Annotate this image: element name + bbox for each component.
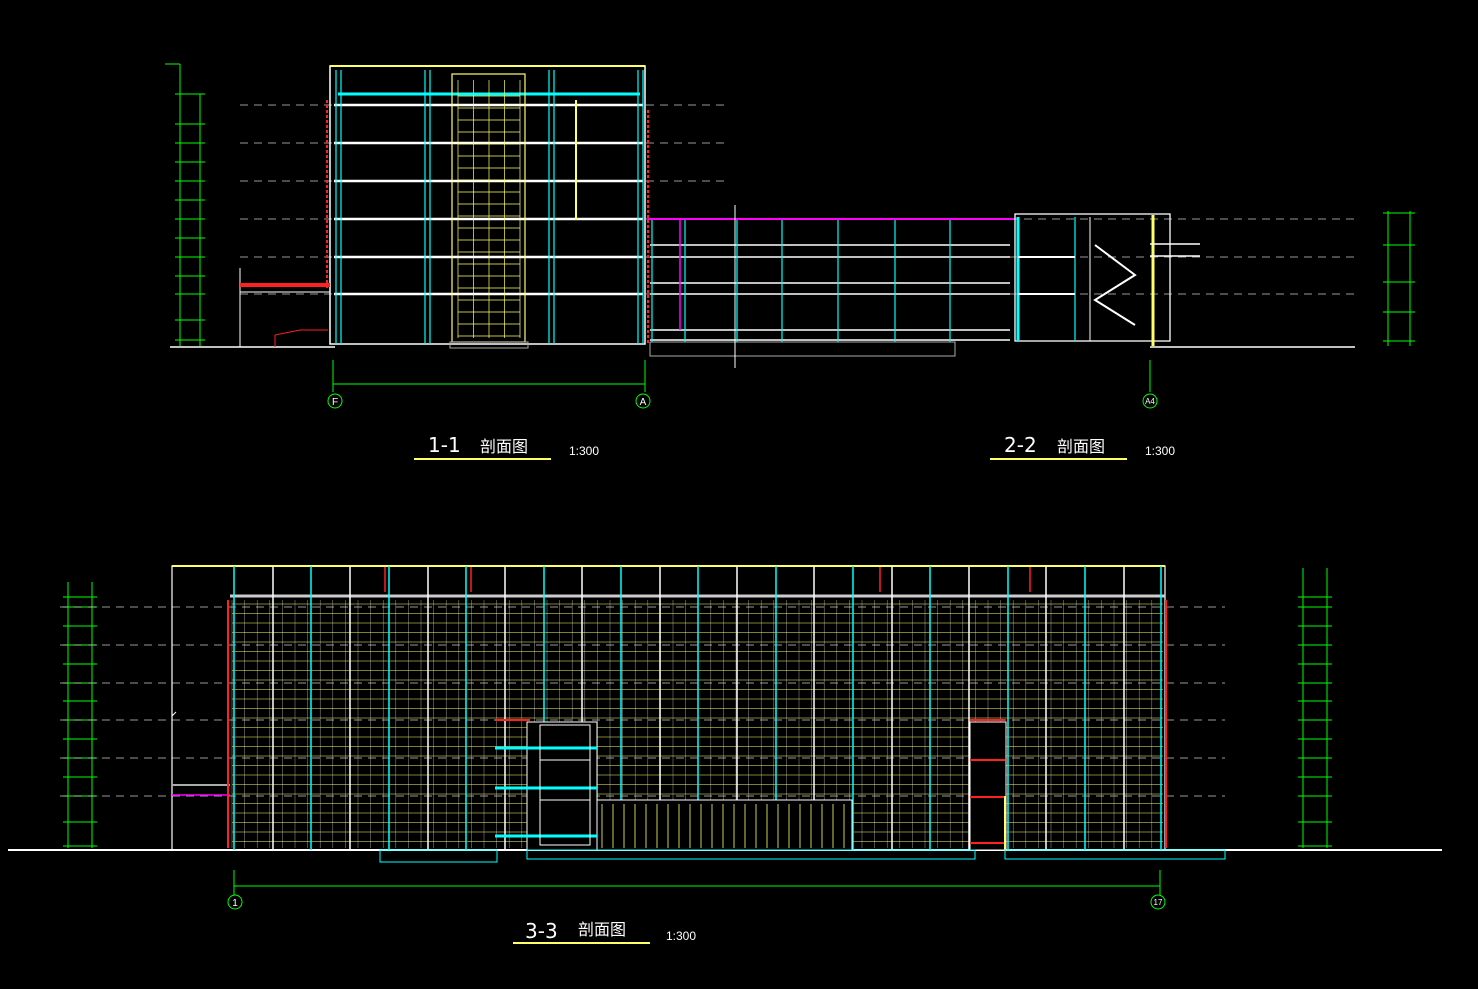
section-title-1-1: 1-1 剖面图 1:300 — [414, 433, 599, 460]
section-scale-1-1: 1:300 — [569, 444, 599, 458]
axis-label-1: 1 — [232, 898, 238, 909]
main-tower-block — [326, 65, 649, 349]
section-label-2-2: 2-2 — [1004, 433, 1037, 457]
section-title-2-2: 2-2 剖面图 1:300 — [990, 433, 1175, 460]
axis-marker-A4: A4 — [1142, 393, 1158, 409]
axis-label-17: 17 — [1154, 898, 1163, 907]
base-plinths — [379, 849, 1226, 863]
left-level-dimension-chain-bottom — [63, 582, 97, 848]
section-1-1-and-2-2-drawing — [165, 63, 1415, 392]
axis-marker-1: 1 — [227, 894, 243, 910]
axis-marker-A: A — [635, 393, 651, 409]
section-name-2-2: 剖面图 — [1057, 437, 1105, 456]
section-scale-3-3: 1:300 — [666, 929, 696, 943]
section-3-3-drawing — [8, 565, 1442, 895]
axis-marker-17: 17 — [1150, 894, 1166, 910]
right-stair-block — [1014, 213, 1200, 346]
middle-connecting-wing — [648, 205, 1015, 368]
axis-dimension-line-top — [332, 360, 1151, 392]
entrance-and-balconies — [171, 711, 1007, 851]
section-name-3-3: 剖面图 — [578, 920, 626, 939]
axis-label-A: A — [640, 397, 647, 408]
right-level-dimension-chain — [1383, 211, 1415, 346]
axis-marker-F: F — [327, 393, 343, 409]
section-label-1-1: 1-1 — [428, 433, 461, 457]
section-label-3-3: 3-3 — [525, 919, 558, 943]
section-scale-2-2: 1:300 — [1145, 444, 1175, 458]
axis-label-A4: A4 — [1145, 397, 1155, 406]
section-name-1-1: 剖面图 — [480, 437, 528, 456]
section-title-3-3: 3-3 剖面图 1:300 — [513, 919, 696, 944]
left-level-dimension-chain — [165, 63, 205, 346]
floor-level-lines — [240, 104, 1360, 295]
right-level-dimension-chain-bottom — [1298, 568, 1332, 848]
left-low-wing — [239, 268, 330, 347]
axis-label-F: F — [332, 397, 338, 408]
